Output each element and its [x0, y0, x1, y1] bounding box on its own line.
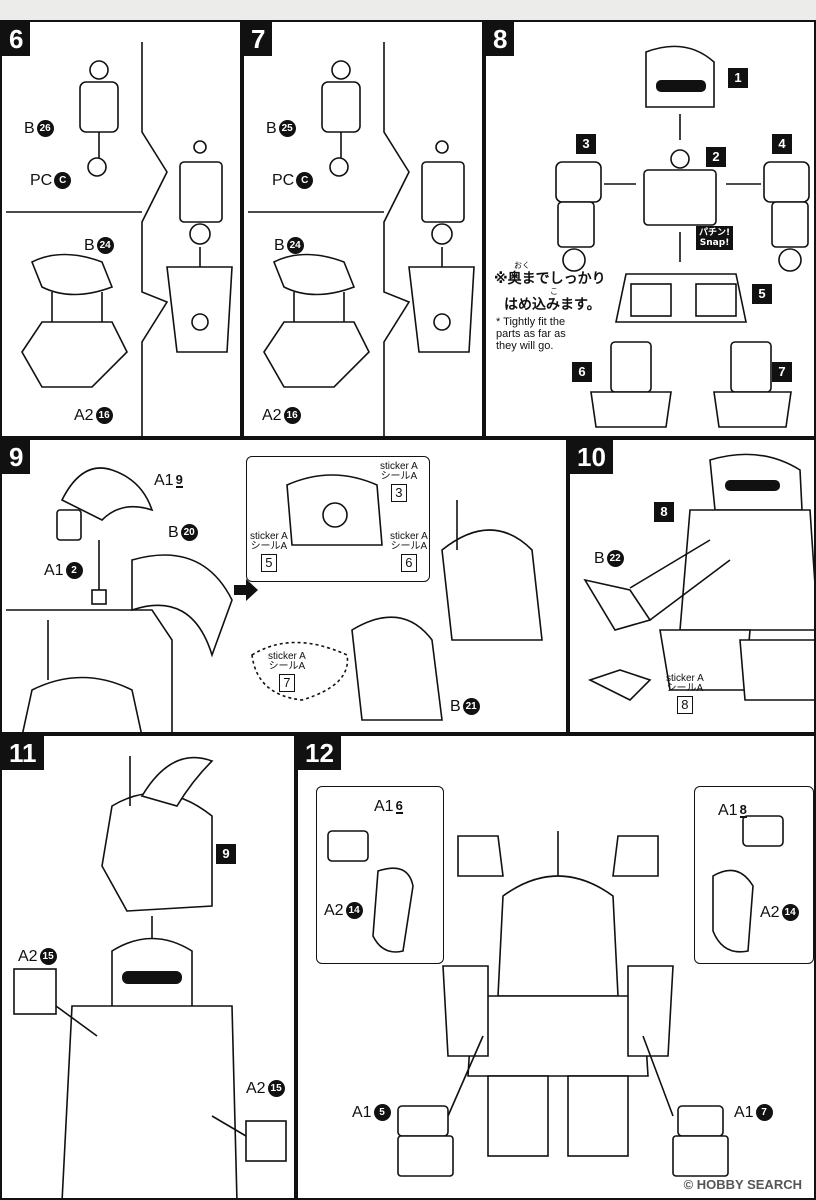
- en-note: * Tightly fit the parts as far as they w…: [496, 316, 566, 352]
- step-7-illustration: [248, 42, 475, 436]
- ref-marker-4: 4: [772, 134, 792, 154]
- step-12-illustration: [327, 815, 784, 1177]
- step-9-illustration: [6, 467, 543, 732]
- snap-callout: パチン! Snap!: [696, 226, 734, 250]
- jp-note-line1: ※奥までしっかり: [494, 271, 606, 287]
- step-number: 9: [2, 440, 31, 474]
- step-11-illustration: [13, 756, 287, 1198]
- ref-marker-6: 6: [572, 362, 592, 382]
- step-8-panel: 8 1 2 3 4 5 6 7 パチン! Snap! おく ※奥までしっかり こ: [484, 20, 816, 438]
- sticker-detail-box: [246, 456, 430, 582]
- step-10-illustration: [583, 453, 814, 701]
- step-number: 11: [2, 736, 44, 770]
- step-number: 7: [244, 22, 273, 56]
- step-number: 10: [570, 440, 613, 474]
- jp-note-line2: はめ込みます。: [504, 297, 601, 313]
- furigana-ko: こ: [550, 287, 558, 296]
- ref-marker-7: 7: [772, 362, 792, 382]
- ref-marker-8: 8: [654, 502, 674, 522]
- furigana-oku: おく: [514, 261, 530, 270]
- step-number: 6: [2, 22, 31, 56]
- step-number: 12: [298, 736, 341, 770]
- step-8-illustration: [555, 45, 810, 428]
- step-6-illustration: [6, 42, 233, 436]
- watermark: © HOBBY SEARCH: [683, 1177, 802, 1192]
- step-number: 8: [486, 22, 515, 56]
- ref-marker-1: 1: [728, 68, 748, 88]
- ref-marker-3: 3: [576, 134, 596, 154]
- ref-marker-5: 5: [752, 284, 772, 304]
- ref-marker-9: 9: [216, 844, 236, 864]
- ref-marker-2: 2: [706, 147, 726, 167]
